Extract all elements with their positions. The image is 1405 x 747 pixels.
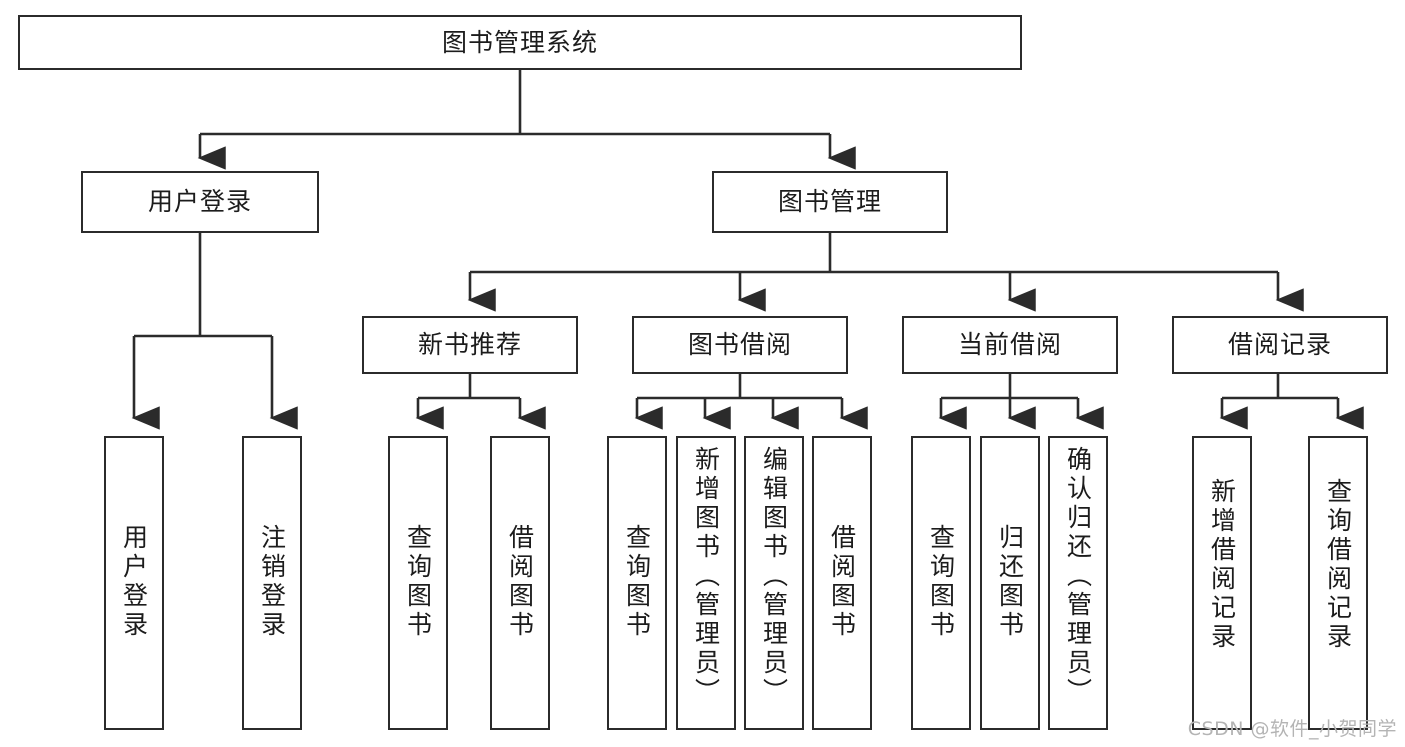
node-leaf-borrow-book-1-label: 借阅图书	[505, 524, 535, 640]
node-leaf-logout[interactable]: 注销登录	[242, 436, 302, 730]
node-leaf-return-book[interactable]: 归还图书	[980, 436, 1040, 730]
node-book-borrow-label: 图书借阅	[687, 330, 792, 359]
node-leaf-query-book-2-label: 查询图书	[622, 524, 652, 640]
node-leaf-edit-book[interactable]: 编辑图书（管理员）	[744, 436, 804, 730]
node-leaf-query-book-1-label: 查询图书	[403, 524, 433, 640]
node-borrow-record[interactable]: 借阅记录	[1172, 316, 1388, 374]
node-leaf-confirm-return[interactable]: 确认归还（管理员）	[1048, 436, 1108, 730]
node-leaf-borrow-book-2-label: 借阅图书	[827, 524, 857, 640]
node-leaf-query-book-2[interactable]: 查询图书	[607, 436, 667, 730]
node-book-borrow[interactable]: 图书借阅	[632, 316, 848, 374]
node-leaf-query-book-3[interactable]: 查询图书	[911, 436, 971, 730]
node-leaf-add-book-label: 新增图书（管理员）	[691, 446, 721, 707]
node-leaf-borrow-book-2[interactable]: 借阅图书	[812, 436, 872, 730]
node-leaf-add-record-label: 新增借阅记录	[1207, 478, 1237, 652]
node-leaf-borrow-book-1[interactable]: 借阅图书	[490, 436, 550, 730]
node-new-book-recommend-label: 新书推荐	[417, 330, 522, 359]
node-book-manage-label: 图书管理	[777, 187, 882, 216]
node-leaf-query-record-label: 查询借阅记录	[1323, 478, 1353, 652]
node-leaf-logout-label: 注销登录	[257, 524, 287, 640]
node-leaf-query-record[interactable]: 查询借阅记录	[1308, 436, 1368, 730]
node-new-book-recommend[interactable]: 新书推荐	[362, 316, 578, 374]
node-leaf-return-book-label: 归还图书	[995, 524, 1025, 640]
node-leaf-add-book[interactable]: 新增图书（管理员）	[676, 436, 736, 730]
node-user-login[interactable]: 用户登录	[81, 171, 319, 233]
node-root[interactable]: 图书管理系统	[18, 15, 1022, 70]
node-leaf-edit-book-label: 编辑图书（管理员）	[759, 446, 789, 707]
node-book-manage[interactable]: 图书管理	[712, 171, 948, 233]
node-root-label: 图书管理系统	[441, 27, 598, 57]
node-leaf-user-login[interactable]: 用户登录	[104, 436, 164, 730]
node-borrow-record-label: 借阅记录	[1227, 330, 1332, 359]
node-leaf-confirm-return-label: 确认归还（管理员）	[1063, 446, 1093, 707]
node-current-borrow[interactable]: 当前借阅	[902, 316, 1118, 374]
node-leaf-query-book-1[interactable]: 查询图书	[388, 436, 448, 730]
node-leaf-add-record[interactable]: 新增借阅记录	[1192, 436, 1252, 730]
node-leaf-query-book-3-label: 查询图书	[926, 524, 956, 640]
node-leaf-user-login-label: 用户登录	[119, 524, 149, 640]
node-user-login-label: 用户登录	[147, 187, 252, 216]
node-current-borrow-label: 当前借阅	[957, 330, 1062, 359]
